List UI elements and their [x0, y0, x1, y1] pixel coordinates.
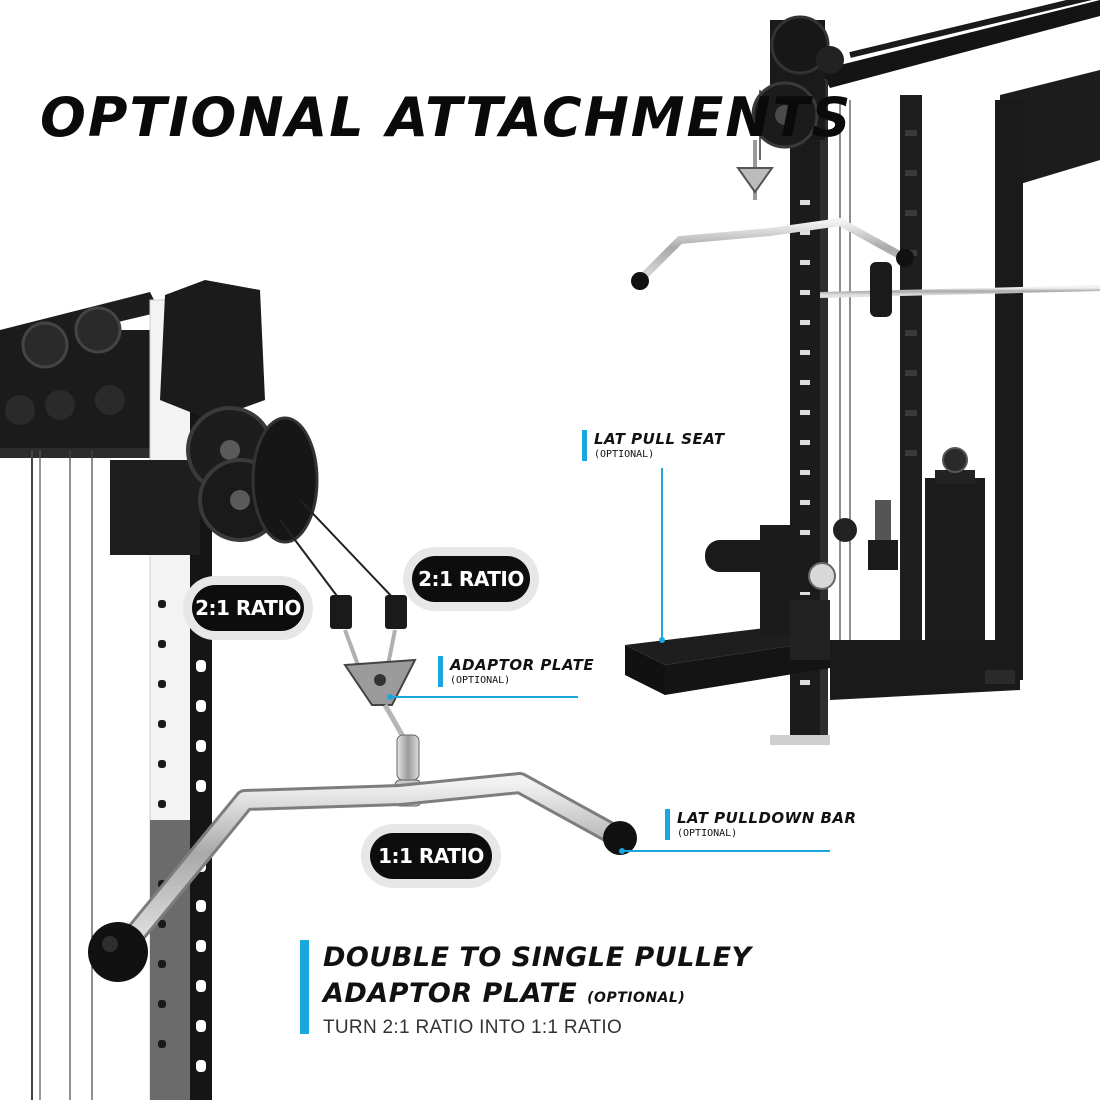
ratio-badge-left: 2:1 RATIO: [192, 585, 304, 631]
feature-optional-note: (OPTIONAL): [587, 990, 686, 1006]
callout-adaptor-plate-note: (OPTIONAL): [450, 675, 511, 686]
callout-lat-pulldown-bar-name: LAT PULLDOWN BAR: [677, 809, 857, 827]
lat-pulldown-bar: [88, 772, 637, 982]
adaptor-plate-assembly: [330, 595, 422, 807]
page-title: OPTIONAL ATTACHMENTS: [40, 86, 853, 149]
callout-lat-pull-seat-note: (OPTIONAL): [594, 449, 655, 460]
callout-adaptor-plate-name: ADAPTOR PLATE: [450, 656, 595, 674]
ratio-badge-right: 2:1 RATIO: [412, 556, 530, 602]
cable-machine-right: [631, 0, 1100, 745]
feature-title-line-1: DOUBLE TO SINGLE PULLEY: [323, 942, 752, 973]
feature-title-line-2: ADAPTOR PLATE (OPTIONAL): [323, 976, 752, 1016]
ratio-badge-bottom: 1:1 RATIO: [370, 833, 492, 879]
callout-adaptor-plate: ADAPTOR PLATE (OPTIONAL): [438, 656, 594, 687]
feature-title-line-2-text: ADAPTOR PLATE: [323, 978, 578, 1009]
callout-lat-pull-seat-name: LAT PULL SEAT: [594, 430, 725, 448]
feature-callout: DOUBLE TO SINGLE PULLEY ADAPTOR PLATE (O…: [300, 940, 752, 1038]
lat-pull-seat: [625, 525, 836, 695]
callout-lat-pulldown-bar: LAT PULLDOWN BAR (OPTIONAL): [665, 809, 857, 840]
callout-lat-pull-seat: LAT PULL SEAT (OPTIONAL): [582, 430, 725, 461]
callout-dots: [387, 637, 665, 854]
feature-description: TURN 2:1 RATIO INTO 1:1 RATIO: [323, 1017, 623, 1038]
callout-lat-pulldown-bar-note: (OPTIONAL): [677, 828, 738, 839]
callout-lines: [390, 468, 830, 852]
